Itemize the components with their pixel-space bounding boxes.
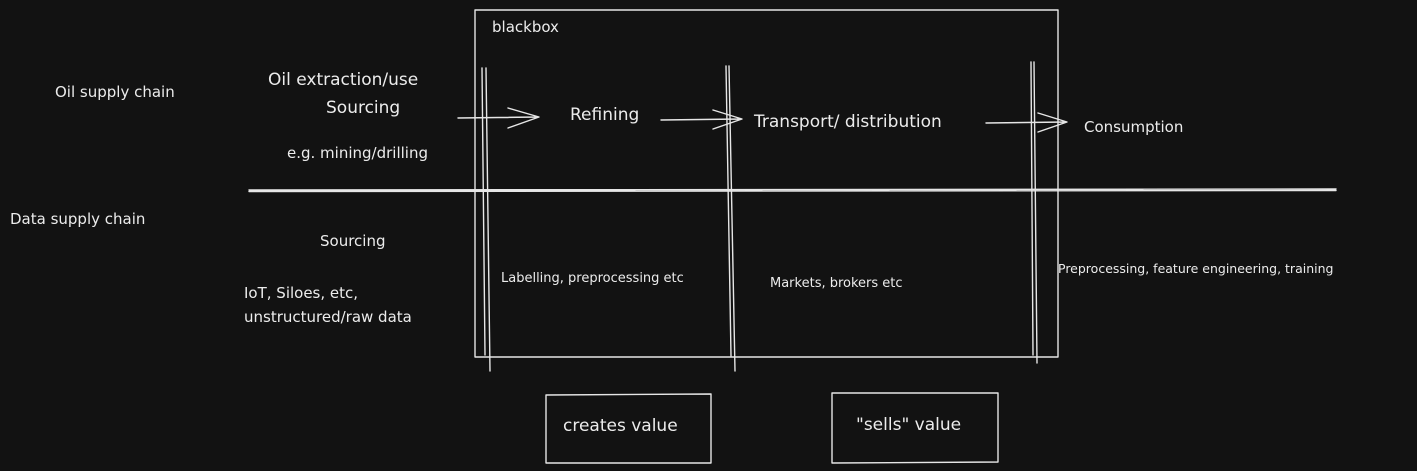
arrow-transport-to-consumption <box>985 112 1068 133</box>
oil-consumption-label: Consumption <box>1084 118 1184 136</box>
stage-divider-2 <box>725 65 736 372</box>
blackbox-frame <box>474 9 1059 358</box>
stage-divider-3 <box>1030 61 1038 364</box>
data-sources-line1: IoT, Siloes, etc, <box>244 284 359 302</box>
data-sources-line2: unstructured/raw data <box>244 308 412 326</box>
data-refining-label: Labelling, preprocessing etc <box>501 271 684 286</box>
creates-value-box <box>545 393 712 464</box>
row-separator <box>248 188 1337 193</box>
oil-sourcing-label: Sourcing <box>326 98 401 118</box>
arrow-sourcing-to-refining <box>457 107 540 129</box>
data-row-label: Data supply chain <box>10 210 146 228</box>
blackbox-label: blackbox <box>492 18 559 36</box>
oil-row-label: Oil supply chain <box>55 83 175 101</box>
oil-refining-label: Refining <box>570 105 640 125</box>
stage-divider-1 <box>481 67 491 372</box>
data-transport-label: Markets, brokers etc <box>770 276 903 291</box>
creates-value-label: creates value <box>563 416 678 436</box>
data-consumption-label: Preprocessing, feature engineering, trai… <box>1058 261 1334 276</box>
sells-value-box <box>831 392 999 464</box>
oil-sourcing-example-label: e.g. mining/drilling <box>287 144 428 162</box>
oil-transport-label: Transport/ distribution <box>754 112 942 132</box>
arrow-refining-to-transport <box>660 109 743 130</box>
oil-sourcing-top-label: Oil extraction/use <box>268 70 419 90</box>
data-sourcing-label: Sourcing <box>320 232 386 250</box>
sells-value-label: "sells" value <box>856 415 962 435</box>
